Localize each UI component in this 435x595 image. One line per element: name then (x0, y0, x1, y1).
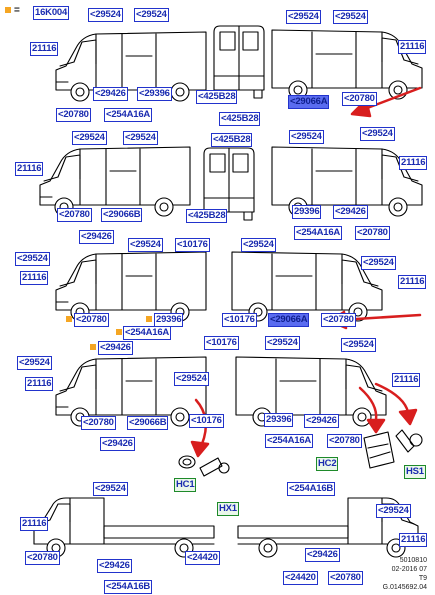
part-label: 21116 (399, 156, 428, 170)
part-label: <29426 (333, 205, 368, 219)
part-label: <20780 (57, 208, 92, 222)
part-label: 29396 (154, 313, 184, 327)
part-label: 21116 (398, 40, 427, 54)
part-label: <29524 (174, 372, 209, 386)
legend-square (66, 316, 72, 322)
part-label: <20780 (81, 416, 116, 430)
part-label: <10176 (175, 238, 210, 252)
part-label: <20780 (74, 313, 109, 327)
clip-hc1 (178, 455, 196, 469)
part-label: 21116 (398, 275, 427, 289)
part-label: <29524 (15, 252, 50, 266)
legend-code: 16K004 (33, 6, 70, 20)
part-label: <29524 (17, 356, 52, 370)
legend-square (5, 7, 11, 13)
part-label: <29524 (88, 8, 123, 22)
part-label: <24420 (283, 571, 318, 585)
part-label: <29426 (100, 437, 135, 451)
part-label: <29524 (93, 482, 128, 496)
part-label: <29524 (289, 130, 324, 144)
part-label: <29066B (127, 416, 169, 430)
part-label: <29524 (341, 338, 376, 352)
part-label: <29524 (128, 238, 163, 252)
part-label: <29066B (101, 208, 143, 222)
part-label: 21116 (20, 271, 49, 285)
part-label: 21116 (30, 42, 59, 56)
footer-line: 5010810 (399, 557, 427, 564)
part-label: <29524 (241, 238, 276, 252)
part-label: <29524 (376, 504, 411, 518)
part-label: <29426 (97, 559, 132, 573)
part-label: <20780 (25, 551, 60, 565)
part-label-fastener: HS1 (404, 465, 426, 479)
part-label: <24420 (185, 551, 220, 565)
part-label: <425B28 (211, 133, 253, 147)
part-label-fastener: HC1 (174, 478, 197, 492)
part-label: <254A16A (265, 434, 314, 448)
footer-line: T9 (418, 575, 427, 582)
part-label: <29524 (265, 336, 300, 350)
legend-square (90, 344, 96, 350)
part-label: <29426 (93, 87, 128, 101)
part-label: <29524 (123, 131, 158, 145)
legend-equals: = (14, 5, 20, 16)
part-label: <29426 (98, 341, 133, 355)
part-label: <425B28 (219, 112, 261, 126)
part-label: <20780 (328, 571, 363, 585)
part-label: <20780 (355, 226, 390, 240)
part-label: <29426 (79, 230, 114, 244)
part-label: <29524 (361, 256, 396, 270)
part-label: <29396 (137, 87, 172, 101)
part-label: <20780 (321, 313, 356, 327)
part-label-fastener: HX1 (217, 502, 239, 516)
legend-square (116, 329, 122, 335)
part-label: <29426 (304, 414, 339, 428)
part-label: <20780 (56, 108, 91, 122)
footer-code: 5010810 02-2016 07 T9 G.0145692.04 (383, 556, 427, 592)
part-label: <29524 (72, 131, 107, 145)
part-label: 21116 (20, 517, 49, 531)
part-label: <20780 (342, 92, 377, 106)
part-label: <254A16B (287, 482, 336, 496)
part-label: <254A16A (294, 226, 343, 240)
bolt-hs1 (395, 429, 423, 453)
part-label: <29524 (286, 10, 321, 24)
part-label: <425B28 (196, 90, 238, 104)
part-label: 21116 (392, 373, 421, 387)
part-label-fastener: HC2 (316, 457, 339, 471)
part-label-highlighted: <29066A (288, 95, 330, 109)
part-label: 29396 (264, 413, 294, 427)
part-label: 21116 (399, 533, 428, 547)
part-label: 21116 (25, 377, 54, 391)
part-label: <254A16B (104, 580, 153, 594)
clip-hc2 (363, 431, 395, 469)
footer-line: G.0145692.04 (382, 584, 427, 591)
bolt-hx1 (199, 457, 230, 477)
part-label: <10176 (204, 336, 239, 350)
part-label: <29524 (333, 10, 368, 24)
part-label: <425B28 (186, 209, 228, 223)
part-label-highlighted: <29066A (268, 313, 310, 327)
footer-line: 02-2016 07 (391, 566, 427, 573)
part-label: <29524 (134, 8, 169, 22)
part-label: 29396 (292, 205, 322, 219)
part-label: <29426 (305, 548, 340, 562)
part-label: 21116 (15, 162, 44, 176)
part-label: <254A16A (104, 108, 153, 122)
part-label: <10176 (189, 414, 224, 428)
part-label: <254A16A (123, 326, 172, 340)
part-label: <20780 (327, 434, 362, 448)
part-label: <29524 (360, 127, 395, 141)
legend-square (146, 316, 152, 322)
part-label: <10176 (222, 313, 257, 327)
